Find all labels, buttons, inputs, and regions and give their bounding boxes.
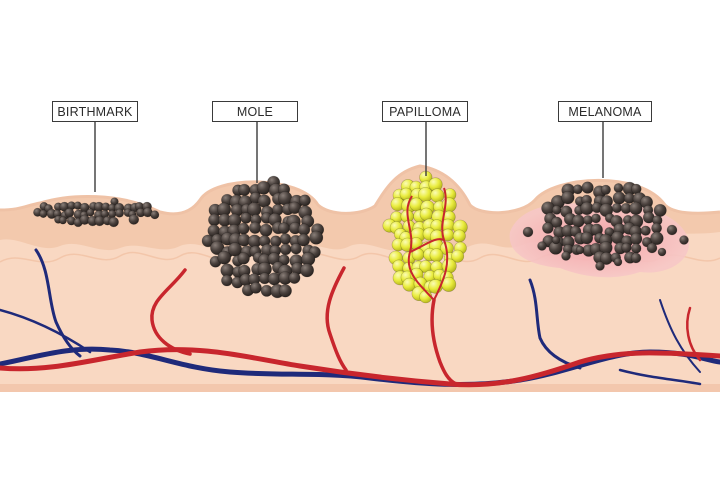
melanoma-cell <box>630 232 643 245</box>
melanoma-cell <box>612 191 626 205</box>
melanoma-cell <box>580 231 594 245</box>
melanoma-cell <box>630 252 642 264</box>
melanoma-cell <box>613 257 623 267</box>
melanoma-cell <box>581 181 594 194</box>
mole-cell <box>238 183 251 196</box>
mole-cell <box>277 222 290 235</box>
birthmark-cells <box>33 197 160 228</box>
leader-lines <box>94 122 604 192</box>
mole-cell <box>290 243 302 255</box>
skin-surface <box>0 164 720 216</box>
mole-cell <box>221 274 233 287</box>
birthmark-label: BIRTHMARK <box>52 101 138 122</box>
mole-cell <box>279 243 292 256</box>
papilloma-cell <box>451 249 465 263</box>
vein <box>34 248 82 358</box>
artery <box>325 266 348 372</box>
mole-cell <box>277 191 293 206</box>
melanoma-cell <box>542 222 554 234</box>
melanoma-cell <box>551 235 561 245</box>
papilloma-capillary <box>433 187 449 301</box>
melanoma-cell <box>611 202 623 214</box>
mole-cell <box>249 281 262 294</box>
papilloma-cell <box>430 188 445 203</box>
mole-cell <box>288 271 301 284</box>
birthmark-cell <box>115 208 125 218</box>
melanoma-cell <box>679 235 689 245</box>
melanoma-cell <box>630 243 642 254</box>
papilloma-cell <box>441 258 457 274</box>
melanoma-cell <box>575 245 585 255</box>
birthmark-cell <box>58 216 68 225</box>
birthmark-cell <box>64 207 75 218</box>
blood-vessels <box>0 248 720 388</box>
melanoma-cell <box>561 251 571 261</box>
mole-cell <box>237 222 250 235</box>
mole-label: MOLE <box>212 101 298 122</box>
artery <box>686 306 702 362</box>
artery <box>0 347 720 388</box>
mole-cell <box>259 223 273 237</box>
artery <box>150 268 192 356</box>
melanoma-cell <box>571 214 585 228</box>
mole-cell <box>297 233 310 247</box>
birthmark-cell <box>39 209 48 219</box>
papilloma-cell <box>452 229 466 243</box>
melanoma-cell <box>572 184 583 195</box>
birthmark-cell <box>150 210 160 220</box>
mole-cell <box>256 180 271 195</box>
mole-cell <box>217 250 232 265</box>
melanoma-cell <box>591 213 601 224</box>
melanoma-cell <box>640 225 651 236</box>
mole-cell <box>240 212 252 224</box>
vein <box>659 299 701 373</box>
vein <box>0 308 92 354</box>
melanoma-label: MELANOMA <box>558 101 652 122</box>
papilloma-cell <box>429 248 444 263</box>
melanoma-cell <box>582 215 593 226</box>
papilloma-capillary <box>409 238 445 253</box>
melanoma-cell <box>646 242 658 254</box>
artery <box>430 298 458 386</box>
mole-cell <box>237 252 250 265</box>
melanoma-cell <box>650 231 664 246</box>
melanoma-cell <box>621 242 632 254</box>
papilloma-cells <box>382 170 468 304</box>
melanoma-cell <box>595 261 605 271</box>
melanoma-cell <box>580 201 594 216</box>
mole-cell <box>309 230 324 245</box>
melanoma-cell <box>600 184 611 195</box>
melanoma-cell <box>629 201 643 216</box>
melanoma-cell <box>551 205 562 215</box>
papilloma-label: PAPILLOMA <box>382 101 468 122</box>
melanoma-cell <box>537 241 547 251</box>
mole-cell <box>299 263 314 278</box>
vein <box>618 368 702 386</box>
birthmark-cell <box>108 216 119 228</box>
melanoma-cell <box>666 224 678 236</box>
melanoma-cell <box>653 203 667 217</box>
mole-cell <box>278 284 292 298</box>
vein <box>528 278 582 370</box>
mole-cell <box>249 221 262 234</box>
melanoma-cells <box>522 181 689 271</box>
mole-cell <box>279 233 292 245</box>
birthmark-cell <box>86 208 95 217</box>
birthmark-cell <box>128 214 140 225</box>
mole-cells <box>201 175 325 299</box>
subcutis-layer <box>0 384 720 392</box>
melanoma-cell <box>522 226 534 238</box>
papilloma-vessels <box>406 187 449 301</box>
mole-cell <box>298 194 311 207</box>
melanoma-cell <box>561 190 575 205</box>
melanoma-cell <box>657 247 667 257</box>
melanoma-cell <box>613 183 624 193</box>
